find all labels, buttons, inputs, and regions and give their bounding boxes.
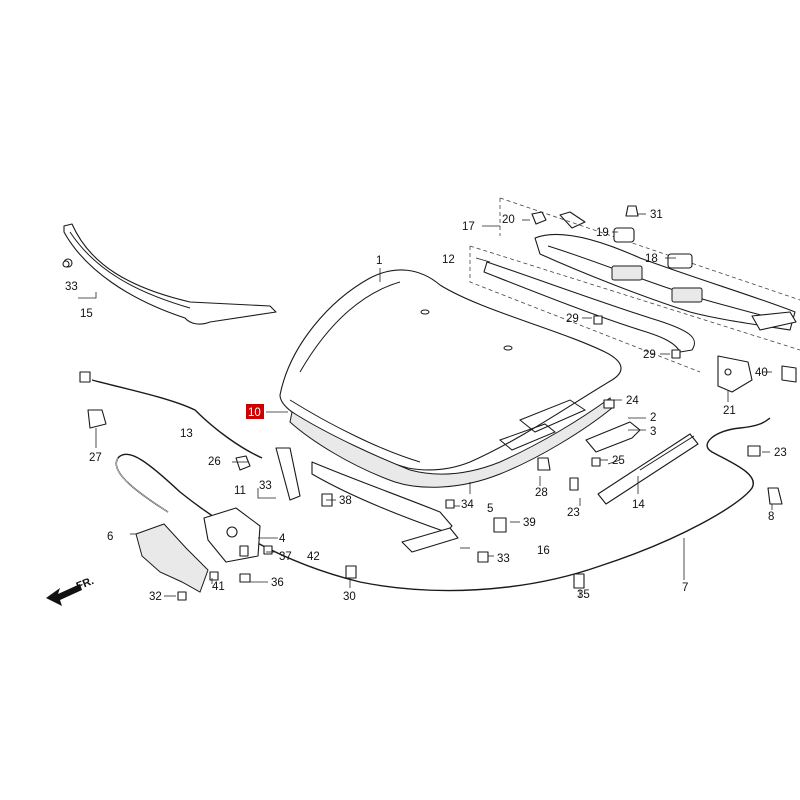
callout-7: 7 [682,582,688,594]
callout-11: 11 [234,485,246,497]
callout-29-lower: 29 [643,349,656,361]
hinge-arm [585,421,641,453]
latch-stay [275,447,301,501]
callout-3: 3 [650,426,656,438]
hood-panel [279,269,622,488]
callout-32: 32 [149,591,162,603]
callout-15: 15 [80,308,93,320]
callout-29-upper: 29 [566,313,579,325]
callout-10: 10 [248,407,261,419]
cowl-top-cover [534,211,797,331]
callout-40: 40 [755,367,768,379]
callout-16: 16 [537,545,550,557]
callout-38: 38 [339,495,352,507]
hood-support-rod [597,433,699,505]
callout-36: 36 [271,577,284,589]
hood-support-prop-rod [91,379,263,459]
callout-26: 26 [208,456,221,468]
hood-latch [203,507,261,563]
callout-41: 41 [212,581,225,593]
callout-4: 4 [279,533,286,545]
callout-1: 1 [376,255,382,267]
callout-28: 28 [535,487,548,499]
front-direction-arrow [46,584,82,606]
callout-33-middle: 33 [259,480,272,492]
callout-6: 6 [107,531,113,543]
callout-25: 25 [612,455,625,467]
lower-bracket [401,527,459,553]
hood-edge-molding [63,223,277,325]
callout-33-lower: 33 [497,553,510,565]
hood-seal-strip [483,261,696,353]
highlight-box [246,404,264,419]
highlighted-callout-10[interactable]: 10 [246,404,264,419]
callout-2: 2 [650,412,656,424]
callout-35: 35 [577,589,590,601]
callout-42: 42 [307,551,320,563]
front-indicator-label: FR. [75,575,96,593]
callout-20: 20 [502,214,515,226]
callout-labels: 1 2 3 4 5 6 7 8 11 12 13 14 15 16 17 18 … [65,209,787,603]
callout-8: 8 [768,511,774,523]
callout-13: 13 [180,428,193,440]
callout-24: 24 [626,395,639,407]
leader-lines [78,213,773,598]
group-bracket-12 [469,246,701,373]
callout-17: 17 [462,221,475,233]
callout-31: 31 [650,209,663,221]
callout-34: 34 [461,499,474,511]
callout-14: 14 [632,499,645,511]
callout-21: 21 [723,405,736,417]
callout-23-right: 23 [774,447,787,459]
callout-18: 18 [645,253,658,265]
callout-5: 5 [487,503,493,515]
callout-33-upper: 33 [65,281,78,293]
hood-release-cable [115,417,771,592]
group-bracket-17 [499,197,800,301]
callout-39: 39 [523,517,536,529]
callout-37: 37 [279,551,292,563]
callout-19: 19 [596,227,609,239]
latch-cover [135,523,209,593]
fasteners [62,260,783,601]
callout-27: 27 [89,452,102,464]
hood-hinge [717,355,797,393]
callout-23-lower: 23 [567,507,580,519]
callout-12: 12 [442,254,455,266]
cowl-clips [531,205,693,359]
callout-30: 30 [343,591,356,603]
